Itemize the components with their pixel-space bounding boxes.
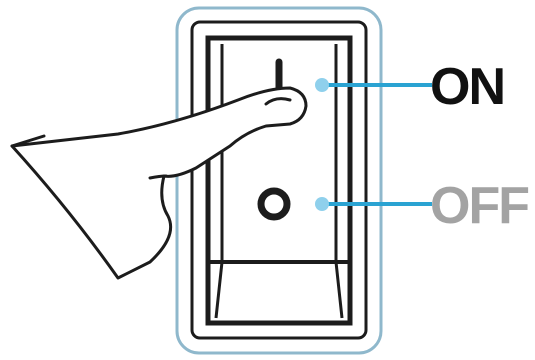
on-callout-dot [315, 78, 329, 92]
on-label: ON [430, 58, 504, 116]
off-callout-dot [315, 197, 329, 211]
off-label: OFF [430, 177, 528, 235]
